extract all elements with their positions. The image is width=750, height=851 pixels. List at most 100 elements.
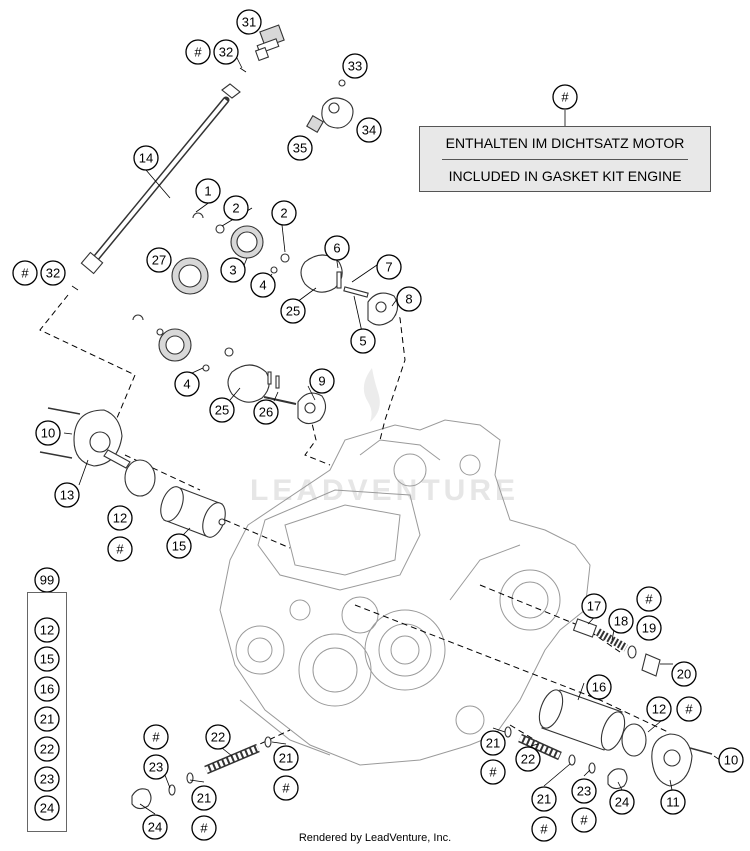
svg-text:4: 4 xyxy=(183,377,190,392)
callout-19: 19 xyxy=(636,615,662,641)
svg-text:35: 35 xyxy=(293,141,307,156)
callout-34: 34 xyxy=(356,117,382,143)
svg-text:18: 18 xyxy=(614,614,628,629)
svg-text:10: 10 xyxy=(724,753,738,768)
callout-8: 8 xyxy=(396,286,422,312)
svg-text:21: 21 xyxy=(279,751,293,766)
svg-text:15: 15 xyxy=(40,652,54,667)
o-ring-left xyxy=(124,459,156,497)
svg-text:24: 24 xyxy=(615,795,629,810)
svg-text:24: 24 xyxy=(148,820,162,835)
svg-text:23: 23 xyxy=(40,772,54,787)
callout-21-c: 21 xyxy=(480,730,506,756)
callout-22-right: 22 xyxy=(515,746,541,772)
svg-text:14: 14 xyxy=(139,151,153,166)
svg-text:16: 16 xyxy=(40,682,54,697)
oil-filter-15 xyxy=(160,486,226,538)
svg-text:2: 2 xyxy=(280,206,287,221)
upper-oil-pump xyxy=(171,212,399,326)
oil-line xyxy=(80,83,241,275)
callout-23-left-hash: # xyxy=(143,724,169,750)
oil-screen-left xyxy=(131,736,272,810)
callout-1: 1 xyxy=(195,178,221,204)
callout-9: 9 xyxy=(309,368,335,394)
svg-text:21: 21 xyxy=(537,792,551,807)
kit-99-callout: 99 xyxy=(34,567,60,593)
callout-23-right-hash: # xyxy=(571,807,597,833)
svg-text:12: 12 xyxy=(652,702,666,717)
callout-2-a: 2 xyxy=(223,195,249,221)
callout-20: 20 xyxy=(671,661,697,687)
callout-32-lower-hash: # xyxy=(12,260,38,286)
callout-21-d: 21 xyxy=(531,786,557,812)
kit-member-21: 21 xyxy=(34,706,60,732)
callout-13: 13 xyxy=(54,482,80,508)
callout-32-upper: 32 xyxy=(213,39,239,65)
callout-12-left: 12 xyxy=(107,505,133,531)
callout-32-upper-hash: # xyxy=(185,39,211,65)
callout-24-right: 24 xyxy=(609,789,635,815)
callout-23-left: 23 xyxy=(143,754,169,780)
callout-33: 33 xyxy=(342,53,368,79)
oil-filter-cover-right xyxy=(651,733,713,787)
svg-text:#: # xyxy=(580,813,588,828)
svg-text:12: 12 xyxy=(113,511,127,526)
svg-text:#: # xyxy=(685,702,693,717)
svg-text:24: 24 xyxy=(40,801,54,816)
callout-12-left-hash: # xyxy=(107,536,133,562)
kit-member-15: 15 xyxy=(34,646,60,672)
svg-text:#: # xyxy=(152,730,160,745)
kit-member-12: 12 xyxy=(34,617,60,643)
watermark-text: LEADVENTURE xyxy=(250,474,519,507)
callout-21-d-hash: # xyxy=(531,816,557,842)
svg-text:#: # xyxy=(282,781,290,796)
callout-21-a-hash: # xyxy=(273,775,299,801)
svg-text:9: 9 xyxy=(318,374,325,389)
o-ring-right xyxy=(621,723,647,757)
svg-text:#: # xyxy=(200,821,208,836)
callout-21-c-hash: # xyxy=(480,759,506,785)
gasket-note-english: INCLUDED IN GASKET KIT ENGINE xyxy=(448,168,682,184)
callout-11: 11 xyxy=(660,789,686,815)
banjo-fitting xyxy=(306,79,354,133)
svg-text:2: 2 xyxy=(232,201,239,216)
callout-23-right: 23 xyxy=(571,778,597,804)
svg-text:12: 12 xyxy=(40,623,54,638)
o-ring-32 xyxy=(71,67,247,291)
kit-member-23: 23 xyxy=(34,766,60,792)
callout-31: 31 xyxy=(236,9,262,35)
callout-3: 3 xyxy=(220,257,246,283)
callout-18: 18 xyxy=(608,608,634,634)
callout-21-b-hash: # xyxy=(191,815,217,841)
svg-text:#: # xyxy=(489,765,497,780)
kit-member-24: 24 xyxy=(34,795,60,821)
svg-text:11: 11 xyxy=(666,795,680,810)
svg-text:23: 23 xyxy=(149,760,163,775)
callout-6: 6 xyxy=(324,235,350,261)
svg-text:99: 99 xyxy=(40,573,54,588)
callout-12-right-hash: # xyxy=(676,696,702,722)
svg-text:21: 21 xyxy=(486,736,500,751)
callout-15: 15 xyxy=(166,533,192,559)
svg-text:31: 31 xyxy=(242,15,256,30)
svg-text:#: # xyxy=(540,822,548,837)
svg-text:34: 34 xyxy=(362,123,376,138)
svg-text:#: # xyxy=(194,45,202,60)
callout-35: 35 xyxy=(287,135,313,161)
svg-text:26: 26 xyxy=(259,405,273,420)
svg-text:21: 21 xyxy=(40,712,54,727)
callout-25-upper: 25 xyxy=(280,298,306,324)
watermark: LEADVENTURE xyxy=(250,368,519,507)
callout-10-right: 10 xyxy=(718,747,744,773)
gasket-kit-note: ENTHALTEN IM DICHTSATZ MOTOR INCLUDED IN… xyxy=(419,126,711,192)
callout-2-b: 2 xyxy=(271,200,297,226)
svg-text:33: 33 xyxy=(348,59,362,74)
gasket-note-divider xyxy=(442,159,688,160)
svg-text:15: 15 xyxy=(172,539,186,554)
svg-text:#: # xyxy=(21,266,29,281)
lower-oil-pump xyxy=(132,314,327,425)
svg-text:4: 4 xyxy=(259,278,266,293)
svg-text:22: 22 xyxy=(211,730,225,745)
svg-text:19: 19 xyxy=(642,621,656,636)
